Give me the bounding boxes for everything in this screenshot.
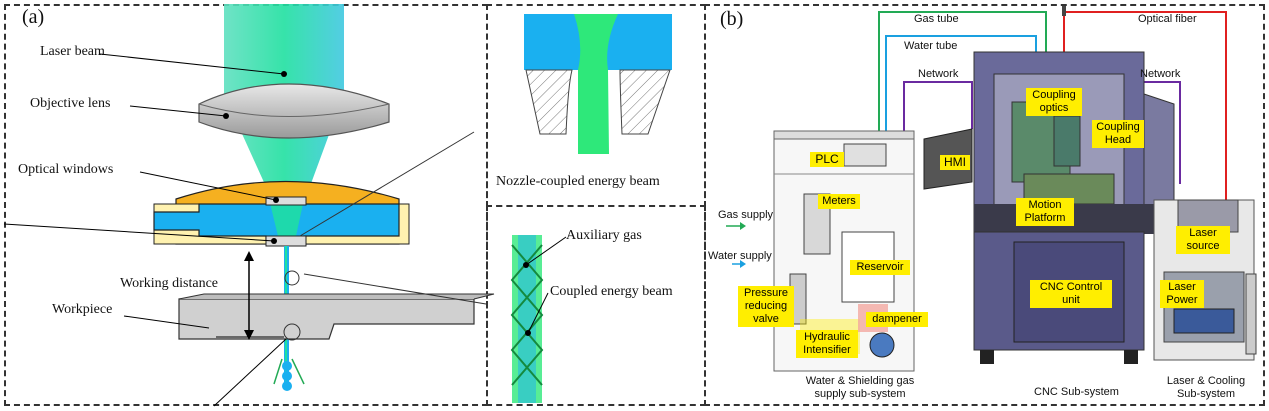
- label-cnc-unit: CNC Control unit: [1030, 280, 1112, 308]
- label-network-left: Network: [918, 68, 959, 80]
- label-coupling-optics: Coupling optics: [1026, 88, 1082, 116]
- label-objective-lens: Objective lens: [30, 96, 111, 111]
- panel-b: [704, 4, 1265, 406]
- nozzle-inset-drawing: [524, 14, 672, 154]
- label-hydraulic: Hydraulic Intensifier: [796, 330, 858, 358]
- label-coupling-head: Coupling Head: [1092, 120, 1144, 148]
- label-laser-beam: Laser beam: [40, 44, 105, 59]
- gas-tube-line: [878, 11, 1047, 131]
- caption-water-gas: Water & Shielding gas supply sub-system: [805, 375, 915, 400]
- network-right-line: [1136, 81, 1181, 184]
- zoom-inset-drawing: [510, 235, 567, 403]
- panel-b-tag: (b): [720, 8, 744, 30]
- label-plc: PLC: [810, 152, 844, 167]
- panel-b-drawing: [726, 6, 1257, 372]
- label-water-tube: Water tube: [904, 40, 958, 52]
- label-laser-source: Laser source: [1176, 226, 1230, 254]
- caption-laser-cooling: Laser & Cooling Sub-system: [1166, 375, 1246, 400]
- label-workpiece: Workpiece: [52, 302, 113, 317]
- optical-window-top: [265, 196, 307, 206]
- label-optical-fiber: Optical fiber: [1138, 13, 1197, 25]
- label-water-supply: Water supply: [708, 250, 772, 262]
- fiber-line: [1063, 11, 1227, 204]
- label-coupled-beam: Coupled energy beam: [550, 284, 673, 299]
- label-motion-platform: Motion Platform: [1016, 198, 1074, 226]
- water-tube-line: [885, 35, 1037, 131]
- label-network-right: Network: [1140, 68, 1181, 80]
- label-pressure-valve: Pressure reducing valve: [738, 286, 794, 327]
- network-left-line: [903, 81, 973, 131]
- label-reservoir: Reservoir: [850, 260, 910, 275]
- objective-lens: [198, 83, 390, 139]
- label-gas-supply: Gas supply: [718, 209, 774, 221]
- label-dampener: dampener: [866, 312, 928, 327]
- panel-a-drawing: [3, 4, 495, 407]
- panel-a-tag: (a): [22, 6, 45, 28]
- label-working-distance: Working distance: [120, 276, 219, 291]
- label-auxiliary-gas: Auxiliary gas: [566, 228, 642, 243]
- label-hmi: HMI: [940, 155, 970, 170]
- label-gas-tube: Gas tube: [914, 13, 959, 25]
- nozzle-caption: Nozzle-coupled energy beam: [496, 174, 660, 189]
- label-optical-windows: Optical windows: [18, 162, 114, 177]
- workpiece: [178, 298, 475, 340]
- caption-cnc: CNC Sub-system: [1034, 386, 1119, 398]
- label-laser-power: Laser Power: [1160, 280, 1204, 308]
- label-meters: Meters: [818, 194, 860, 209]
